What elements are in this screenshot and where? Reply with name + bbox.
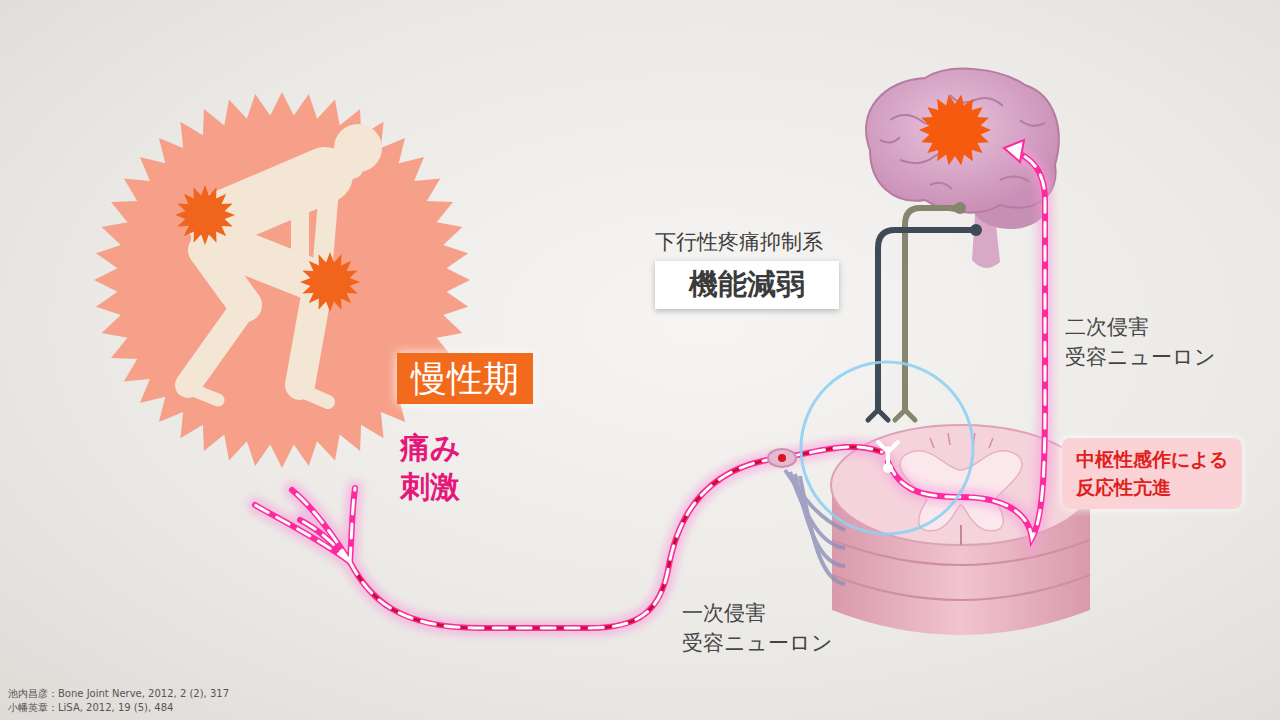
node-box: 慢性期	[397, 353, 533, 404]
starburst	[94, 92, 470, 468]
node-label: 機能減弱	[655, 261, 839, 309]
burst-group	[175, 185, 360, 312]
reference: 小幡英章：LiSA, 2012, 19 (5), 484	[8, 701, 173, 714]
neuron-label: 二次侵害 受容ニューロン	[1065, 312, 1216, 373]
node-box: 中枢性感作による 反応性亢進	[1062, 438, 1242, 509]
neuron-label: 一次侵害 受容ニューロン	[682, 598, 833, 659]
primary-neuron	[255, 447, 882, 628]
node-label: 慢性期	[411, 357, 519, 400]
stimulus-label: 痛み 刺激	[400, 428, 461, 506]
burst-group	[94, 92, 470, 468]
figure-head	[334, 124, 382, 172]
node-box: 下行性疼痛抑制系機能減弱	[655, 230, 839, 309]
reference: 池内昌彦：Bone Joint Nerve, 2012, 2 (2), 317	[8, 687, 229, 700]
starburst	[919, 95, 991, 166]
starburst	[300, 252, 360, 312]
nerve-roots	[785, 470, 845, 584]
node-label: 中枢性感作による 反応性亢進	[1076, 446, 1228, 501]
node-heading: 下行性疼痛抑制系	[655, 230, 839, 255]
starburst	[175, 185, 235, 245]
burst-group	[919, 95, 991, 166]
secondary-neuron	[878, 140, 1045, 538]
descending-pathway	[868, 202, 982, 420]
focus-circle	[801, 362, 973, 534]
